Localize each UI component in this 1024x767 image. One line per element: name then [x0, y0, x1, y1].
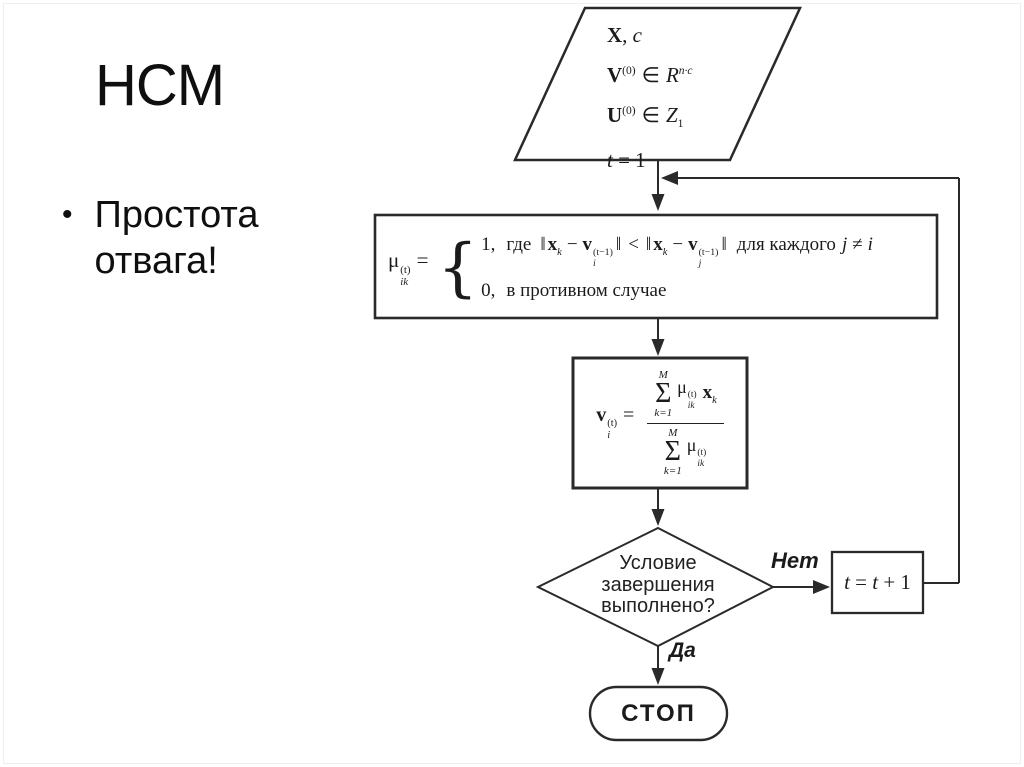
stop-label: СТОП: [621, 699, 696, 727]
branch-label-yes: Да: [669, 639, 696, 662]
bullet-text: Простота отвага!: [95, 192, 259, 284]
slide-title: HCM: [95, 53, 225, 118]
flow-connectors: [657, 160, 960, 670]
membership-case-1: 1,где‖xk−v(t−1)i‖<‖xk−v(t−1)j‖для каждог…: [481, 233, 873, 269]
init-parallelogram-shape: [513, 6, 802, 162]
branch-label-no: Нет: [771, 548, 819, 573]
init-line-4: t = 1: [607, 148, 646, 173]
init-line-1: X, c: [607, 23, 642, 47]
init-line-3: U(0)∈Z1: [607, 103, 684, 131]
membership-formula: μ(t)ik= { 1,где‖xk−v(t−1)i‖<‖xk−v(t−1)j‖…: [388, 221, 930, 315]
flow-arrowheads: [651, 171, 830, 685]
decision-text: Условие завершения выполнено?: [558, 552, 758, 618]
decision-line3: выполнено?: [601, 595, 715, 617]
membership-cases: 1,где‖xk−v(t−1)i‖<‖xk−v(t−1)j‖для каждог…: [481, 234, 873, 302]
bullet-text-line1: Простота: [94, 194, 259, 236]
bullet-marker: •: [62, 198, 73, 231]
bullet-text-line2: отвага!: [94, 240, 218, 282]
init-line-2: V(0)∈Rn·c: [607, 63, 693, 87]
membership-lhs: μ(t)ik=: [388, 248, 429, 288]
decision-line2: завершения: [601, 573, 715, 596]
bullet-item: • Простота отвага!: [62, 192, 258, 284]
decision-line1: Условие: [619, 552, 697, 574]
centroid-box-shape: [571, 356, 749, 490]
membership-box-shape: [373, 213, 939, 320]
init-block-text: X, c V(0)∈Rn·c U(0)∈Z1 t = 1: [607, 17, 792, 178]
increment-formula: t = t + 1: [844, 570, 911, 594]
stop-stadium-shape: [588, 685, 729, 742]
centroid-lhs: v(t)i=: [596, 404, 635, 442]
membership-case-2: 0,в противном случае: [481, 280, 667, 302]
cases-brace: {: [437, 230, 479, 305]
